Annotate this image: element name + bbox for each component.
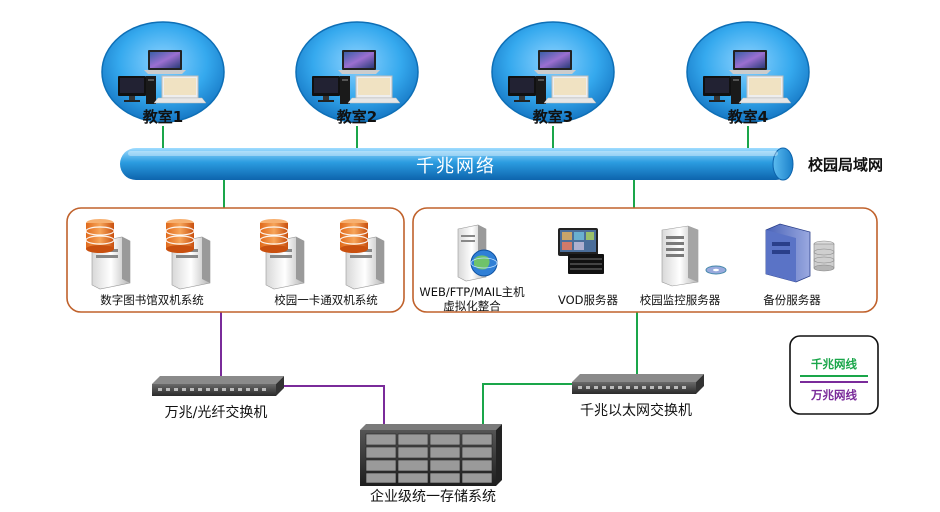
campus-lan-label: 校园局域网 [808, 156, 884, 174]
database-systems-group [66, 207, 405, 313]
ethernet-switch-icon [572, 374, 704, 394]
gigabit-links [162, 126, 749, 424]
vod-server-label: VOD服务器 [557, 293, 619, 307]
tower-server-icon [661, 225, 727, 287]
classroom-label-4: 教室4 [727, 108, 769, 126]
vod-server-icon [558, 228, 604, 274]
ten-gigabit-links [220, 312, 385, 424]
classroom-label-3: 教室3 [532, 108, 574, 126]
fiber-switch-icon [152, 376, 284, 396]
classroom-label-1: 教室1 [142, 108, 184, 126]
monitoring-server-label: 校园监控服务器 [639, 293, 721, 307]
classroom-label-2: 教室2 [336, 108, 378, 126]
classroom-cloud-1 [101, 21, 225, 123]
legend-ten-gigabit-label: 万兆网线 [811, 388, 857, 402]
digital-library-label: 数字图书馆双机系统 [100, 293, 204, 307]
fiber-switch-label: 万兆/光纤交换机 [164, 405, 268, 421]
classroom-cloud-3 [491, 21, 615, 123]
storage-array-icon [360, 424, 502, 486]
backup-server-icon [765, 223, 835, 283]
classroom-cloud-2 [295, 21, 419, 123]
backup-server-label: 备份服务器 [763, 293, 821, 307]
globe-server-icon [457, 224, 498, 282]
storage-system-label: 企业级统一存储系统 [370, 489, 496, 505]
legend [789, 335, 879, 415]
classroom-cloud-4 [686, 21, 810, 123]
gigabit-backbone-pipe [120, 147, 794, 181]
virtualization-label: 虚拟化整合 [443, 299, 501, 313]
ethernet-switch-label: 千兆以太网交换机 [580, 403, 692, 419]
legend-gigabit-label: 千兆网线 [811, 357, 857, 371]
web-ftp-mail-label: WEB/FTP/MAIL主机 [419, 285, 525, 299]
backbone-title: 千兆网络 [416, 156, 496, 177]
servers-group [412, 207, 878, 313]
campus-card-label: 校园一卡通双机系统 [274, 293, 378, 307]
